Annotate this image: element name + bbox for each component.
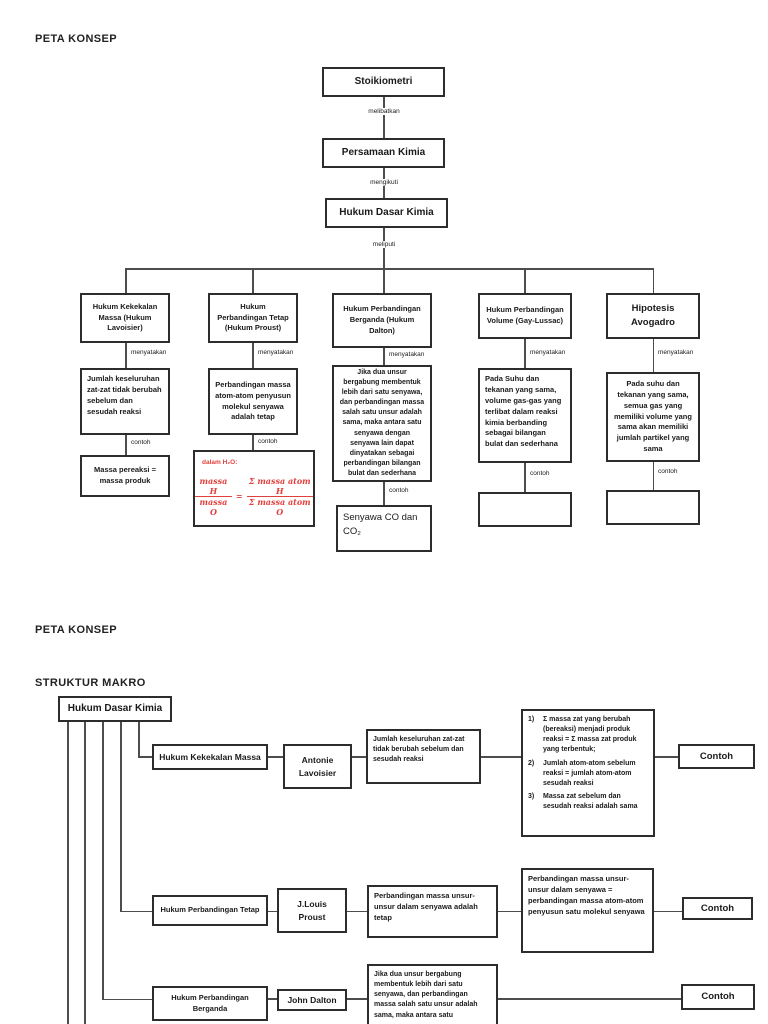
elbow-line [138, 756, 152, 758]
connector-line [252, 268, 254, 293]
edge-label-contoh: contoh [528, 470, 552, 477]
connector-line [125, 435, 127, 455]
edge-label-menyatakan: menyatakan [129, 349, 169, 356]
macro-tetap-summary: Perbandingan massa unsur-unsur dalam sen… [521, 868, 654, 953]
connector-line [125, 343, 127, 368]
connector-line [352, 756, 366, 758]
node-hukum-dasar-kimia: Hukum Dasar Kimia [325, 198, 448, 228]
scientist-jlouis-proust: J.Louis Proust [277, 888, 347, 933]
connector-line [383, 348, 385, 365]
example-senyawa-co: Senyawa CO dan CO₂ [336, 505, 432, 552]
edge-label-contoh: contoh [129, 439, 153, 446]
law-perbandingan-berganda-description: Jika dua unsur bergabung membentuk lebih… [332, 365, 432, 482]
connector-line [524, 339, 526, 368]
connector-line [252, 435, 254, 450]
connector-line [654, 910, 682, 912]
law-perbandingan-volume-title: Hukum Perbandingan Volume (Gay-Lussac) [478, 293, 572, 339]
macro-law-perbandingan-berganda: Hukum Perbandingan Berganda [152, 986, 268, 1021]
connector-line [383, 228, 385, 293]
macro-tetap-description: Perbandingan massa unsur-unsur dalam sen… [367, 885, 498, 938]
contoh-box-3: Contoh [681, 984, 755, 1010]
example-formula-box: dalam H₂O: massa H massa O = Σ massa ato… [193, 450, 315, 527]
fraction-left: massa H massa O [195, 476, 232, 517]
connector-line [498, 998, 681, 1000]
connector-line [481, 756, 521, 758]
page-title-2: PETA KONSEP [35, 624, 118, 636]
macro-law-kekekalan-massa: Hukum Kekekalan Massa [152, 744, 268, 770]
scientist-antonie-lavoisier: Antonie Lavoisier [283, 744, 352, 789]
macro-root-hukum-dasar-kimia: Hukum Dasar Kimia [58, 696, 172, 722]
trunk-line [138, 722, 140, 757]
elbow-line [102, 998, 152, 1000]
connector-line [383, 97, 385, 138]
list-item: 2) Jumlah atom-atom sebelum reaksi = jum… [528, 759, 636, 787]
law-kekekalan-massa-title: Hukum Kekekalan Massa (Hukum Lavoisier) [80, 293, 170, 343]
connector-line [268, 756, 283, 758]
connector-line [498, 910, 521, 912]
hipotesis-avogadro-description: Pada suhu dan tekanan yang sama, semua g… [606, 372, 700, 462]
connector-line [652, 339, 654, 372]
trunk-line [84, 722, 86, 1024]
scientist-john-dalton: John Dalton [277, 989, 347, 1011]
hipotesis-avogadro-title: Hipotesis Avogadro [606, 293, 700, 339]
edge-label-menyatakan: menyatakan [656, 349, 696, 356]
node-persamaan-kimia: Persamaan Kimia [322, 138, 445, 168]
edge-label-menyatakan: menyatakan [387, 351, 427, 358]
connector-line [383, 482, 385, 505]
edge-label-mengikuti: mengikuti [368, 179, 400, 186]
formula-intro: dalam H₂O: [202, 459, 238, 466]
macro-berganda-description: Jika dua unsur bergabung membentuk lebih… [367, 964, 498, 1024]
numbered-list: 1) Σ massa zat yang berubah (bereaksi) m… [528, 715, 648, 812]
law-kekekalan-massa-description: Jumlah keseluruhan zat-zat tidak berubah… [80, 368, 170, 435]
example-empty-box [478, 492, 572, 527]
mass-ratio-formula: massa H massa O = Σ massa atom H Σ massa… [195, 476, 313, 517]
elbow-line [120, 910, 152, 912]
law-perbandingan-tetap-description: Perbandingan massa atom-atom penyusun mo… [208, 368, 298, 435]
law-perbandingan-berganda-title: Hukum Perbandingan Berganda (Hukum Dalto… [332, 293, 432, 348]
edge-label-contoh: contoh [387, 487, 411, 494]
connector-line [524, 463, 526, 492]
connector-line [347, 910, 367, 912]
connector-line [268, 910, 277, 912]
connector-line [125, 268, 127, 293]
connector-line [347, 998, 367, 1000]
connector-line [652, 268, 654, 293]
distributor-line [125, 268, 654, 270]
edge-label-contoh: contoh [656, 468, 680, 475]
connector-line [524, 268, 526, 293]
page-title: PETA KONSEP [35, 33, 118, 45]
node-stoikiometri: Stoikiometri [322, 67, 445, 97]
contoh-box-1: Contoh [678, 744, 755, 769]
contoh-box-2: Contoh [682, 897, 753, 920]
macro-kekekalan-description: Jumlah keseluruhan zat-zat tidak berubah… [366, 729, 481, 784]
example-massa-pereaksi: Massa pereaksi = massa produk [80, 455, 170, 497]
trunk-line [102, 722, 104, 1000]
list-item: 3) Massa zat sebelum dan sesudah reaksi … [528, 792, 638, 811]
edge-label-menyatakan: menyatakan [528, 349, 568, 356]
edge-label-contoh: contoh [256, 438, 280, 445]
edge-label-menyatakan: menyatakan [256, 349, 296, 356]
connector-line [652, 462, 654, 490]
macro-law-perbandingan-tetap: Hukum Perbandingan Tetap [152, 895, 268, 926]
connector-line [655, 756, 678, 758]
connector-line [268, 998, 277, 1000]
edge-label-meliputi: meliputi [370, 241, 398, 248]
trunk-line [120, 722, 122, 912]
trunk-line [67, 722, 69, 1024]
section-title-struktur-makro: STRUKTUR MAKRO [35, 677, 146, 689]
macro-kekekalan-details: 1) Σ massa zat yang berubah (bereaksi) m… [521, 709, 655, 837]
example-empty-box [606, 490, 700, 525]
law-perbandingan-tetap-title: Hukum Perbandingan Tetap (Hukum Proust) [208, 293, 298, 343]
list-item: 1) Σ massa zat yang berubah (bereaksi) m… [528, 716, 637, 754]
fraction-right: Σ massa atom H Σ massa atom O [246, 476, 313, 517]
equals-sign: = [235, 490, 243, 501]
connector-line [252, 343, 254, 368]
edge-label-melibatkan: melibatkan [366, 108, 402, 115]
law-perbandingan-volume-description: Pada Suhu dan tekanan yang sama, volume … [478, 368, 572, 463]
